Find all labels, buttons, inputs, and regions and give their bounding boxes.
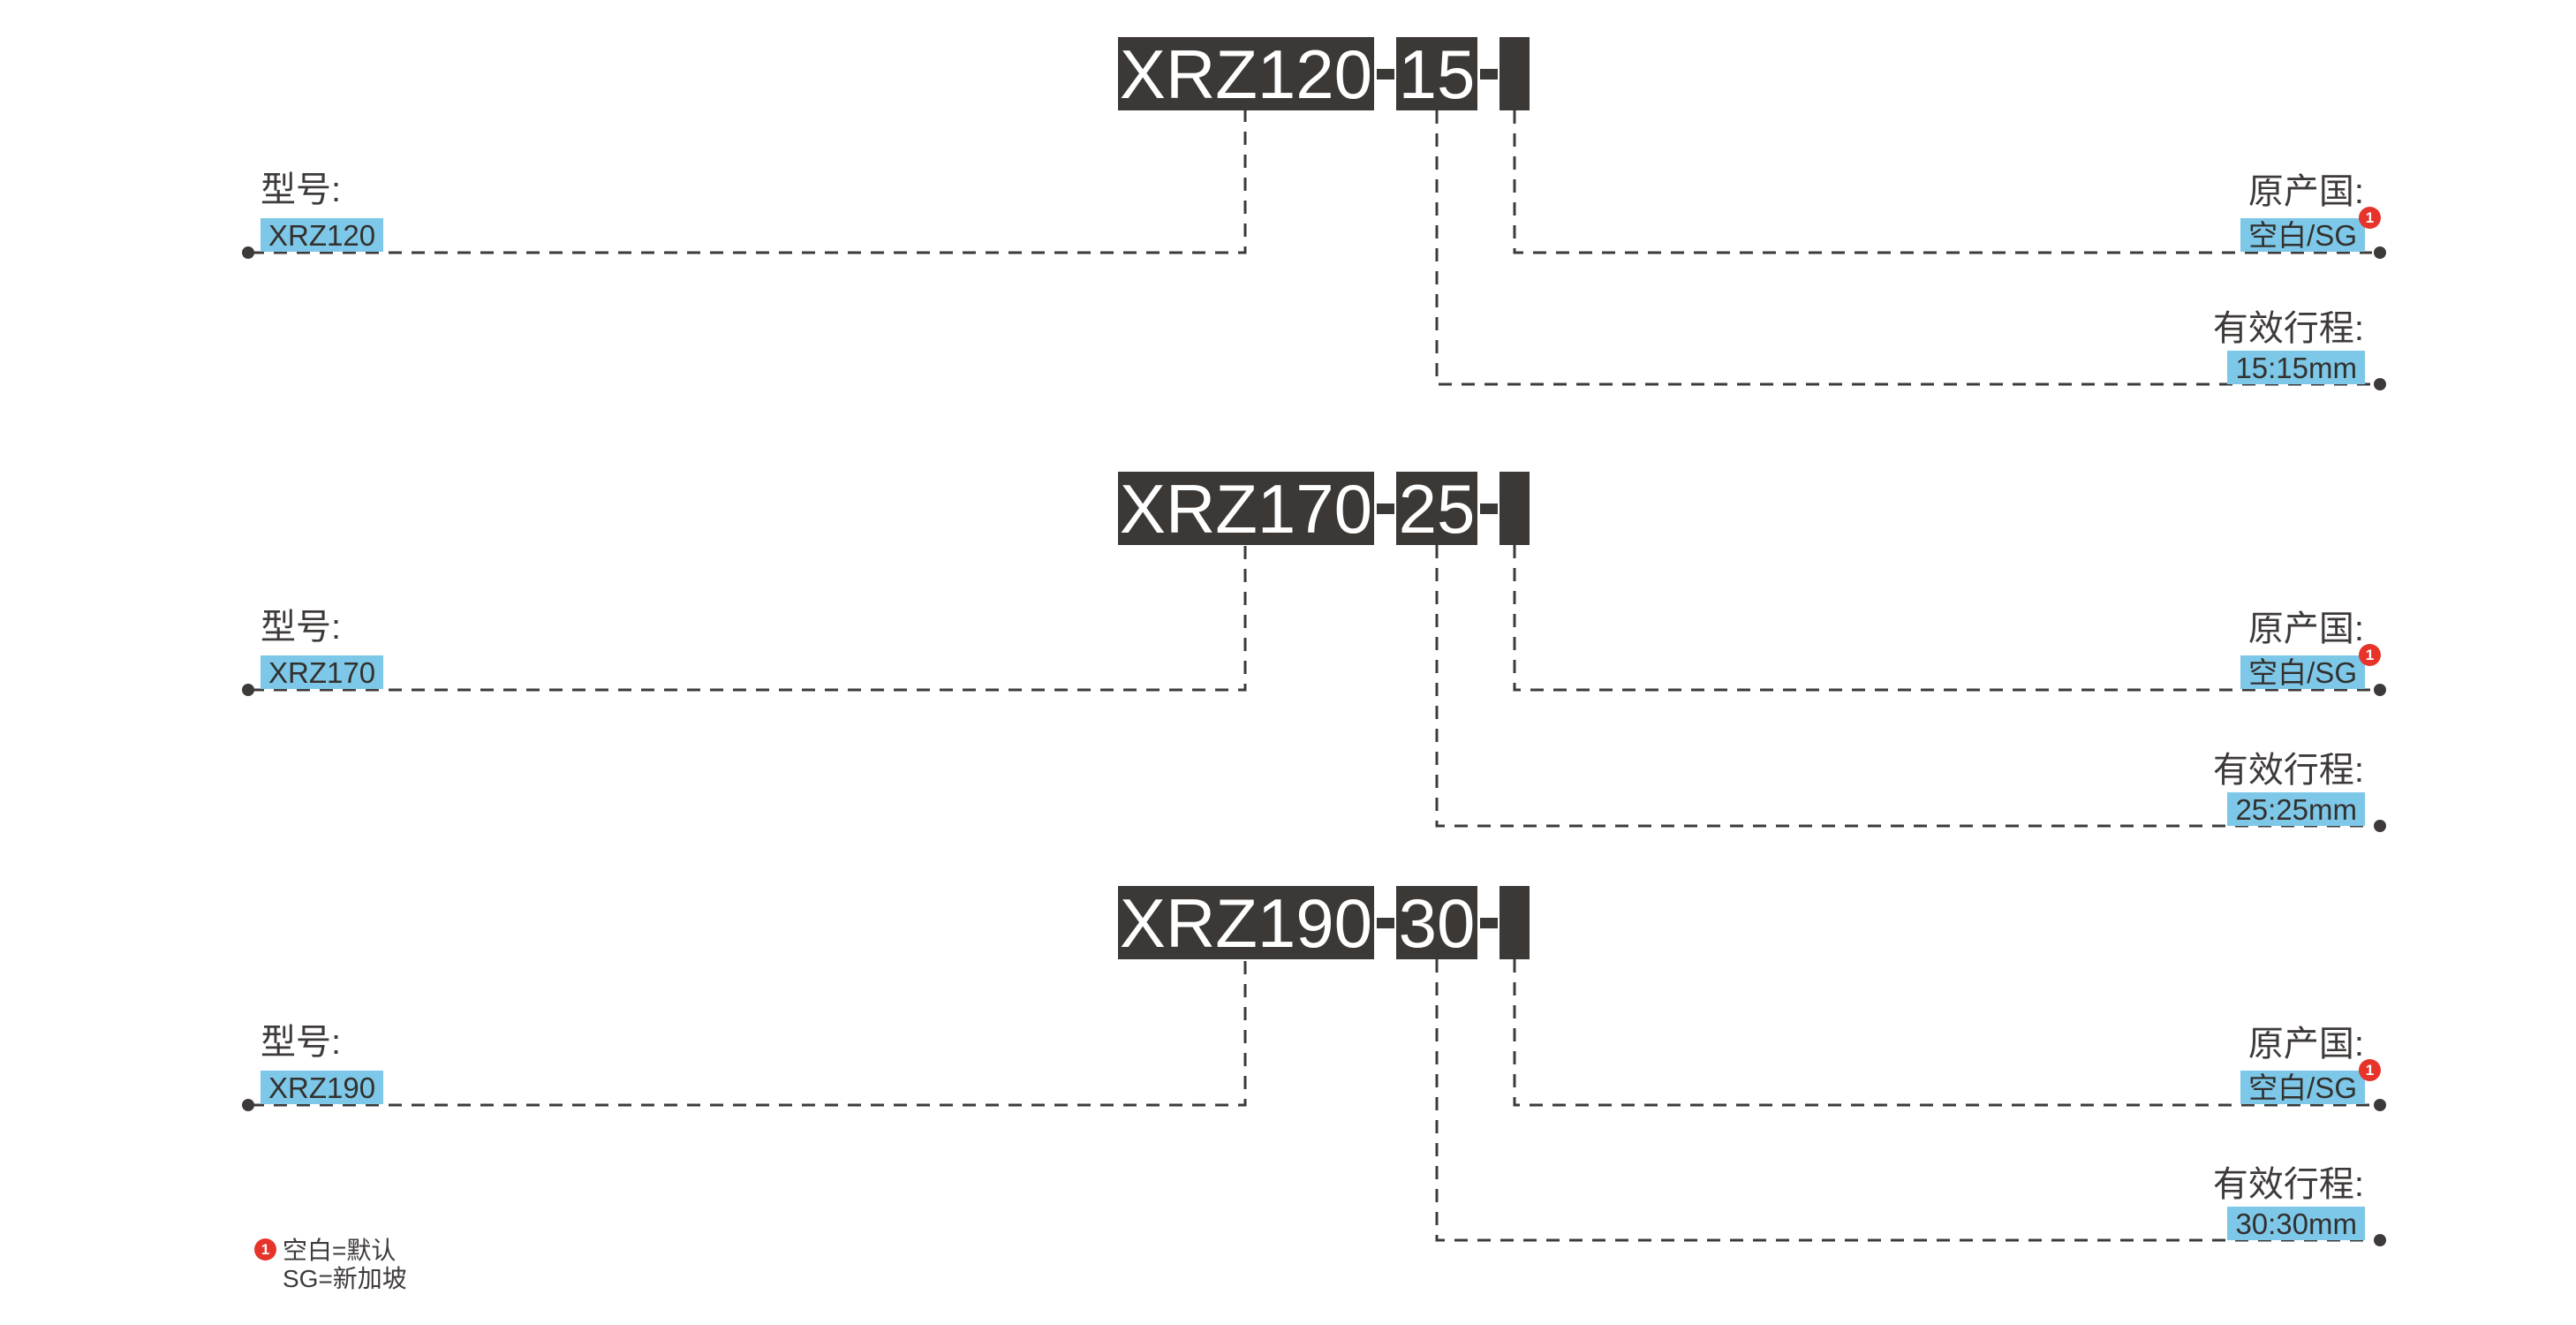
stroke-label: 有效行程: xyxy=(2212,309,2364,348)
origin-label: 原产国: xyxy=(2247,172,2364,211)
model-code-chip: XRZ190 xyxy=(1118,884,1374,962)
origin-connector xyxy=(1513,545,2372,692)
line-end-dot xyxy=(2374,378,2386,390)
hyphen xyxy=(1477,886,1500,959)
hyphen-bar xyxy=(1479,917,1498,928)
legend-line-1: 空白=默认 xyxy=(283,1237,397,1264)
product-code: XRZ190 30 xyxy=(1118,884,1530,962)
model-connector xyxy=(251,959,1247,1107)
origin-connector xyxy=(1513,110,2372,254)
line-end-dot xyxy=(2374,246,2386,259)
stroke-code-chip: 15 xyxy=(1396,37,1477,111)
model-label: 型号: xyxy=(261,170,342,209)
stroke-value: 30:30mm xyxy=(2227,1207,2365,1240)
footnote-1-badge-icon: 1 xyxy=(2359,207,2381,229)
product-code: XRZ170 25 xyxy=(1118,470,1530,548)
hyphen xyxy=(1374,472,1396,545)
footnote-1-badge-icon: 1 xyxy=(2359,1059,2381,1081)
origin-value: 空白/SG xyxy=(2240,218,2365,252)
line-end-dot xyxy=(242,684,254,696)
product-code: XRZ120 15 xyxy=(1118,35,1530,113)
model-value: XRZ190 xyxy=(261,1071,384,1104)
model-code-chip: XRZ120 xyxy=(1118,35,1374,113)
legend-line-2: SG=新加坡 xyxy=(283,1265,407,1292)
stroke-value: 15:15mm xyxy=(2227,351,2365,384)
stroke-connector xyxy=(1435,959,2372,1242)
stroke-connector xyxy=(1435,110,2372,386)
stroke-label: 有效行程: xyxy=(2212,1165,2364,1204)
hyphen xyxy=(1374,886,1396,959)
model-label: 型号: xyxy=(261,1023,342,1062)
hyphen xyxy=(1477,37,1500,110)
model-connector xyxy=(251,545,1247,692)
origin-code-chip-blank xyxy=(1500,886,1530,959)
origin-value: 空白/SG xyxy=(2240,655,2365,689)
hyphen-bar xyxy=(1376,503,1394,514)
line-end-dot xyxy=(2374,1234,2386,1246)
stroke-label: 有效行程: xyxy=(2212,751,2364,790)
origin-label: 原产国: xyxy=(2247,1025,2364,1064)
line-end-dot xyxy=(242,246,254,259)
line-end-dot xyxy=(2374,820,2386,832)
hyphen-bar xyxy=(1479,503,1498,514)
line-end-dot xyxy=(242,1099,254,1111)
origin-value: 空白/SG xyxy=(2240,1071,2365,1104)
stroke-connector xyxy=(1435,545,2372,828)
model-connector xyxy=(251,110,1247,254)
stroke-code-chip: 30 xyxy=(1396,886,1477,960)
footnote-1-badge-icon: 1 xyxy=(254,1238,276,1261)
stroke-code-chip: 25 xyxy=(1396,472,1477,546)
model-code-chip: XRZ170 xyxy=(1118,470,1374,548)
origin-connector xyxy=(1513,959,2372,1107)
hyphen xyxy=(1477,472,1500,545)
model-value: XRZ170 xyxy=(261,655,384,689)
line-end-dot xyxy=(2374,684,2386,696)
hyphen-bar xyxy=(1376,917,1394,928)
hyphen-bar xyxy=(1376,68,1394,80)
hyphen xyxy=(1374,37,1396,110)
origin-label: 原产国: xyxy=(2247,610,2364,648)
model-value: XRZ120 xyxy=(261,218,384,252)
hyphen-bar xyxy=(1479,68,1498,80)
origin-code-chip-blank xyxy=(1500,472,1530,545)
stroke-value: 25:25mm xyxy=(2227,792,2365,826)
model-label: 型号: xyxy=(261,608,342,647)
footnote-1-badge-icon: 1 xyxy=(2359,644,2381,666)
line-end-dot xyxy=(2374,1099,2386,1111)
origin-code-chip-blank xyxy=(1500,37,1530,110)
